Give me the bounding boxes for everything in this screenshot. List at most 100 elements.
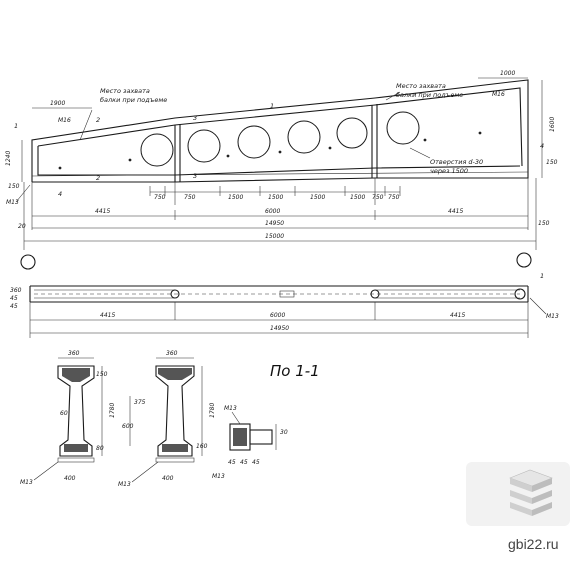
dim-text: 375 xyxy=(134,399,146,406)
dim-text: 1500 xyxy=(268,194,283,201)
leader xyxy=(529,297,547,315)
leader xyxy=(15,184,31,203)
slab-side xyxy=(510,502,532,516)
dim-text: 750 xyxy=(372,194,384,201)
dim-text: 45 xyxy=(240,459,248,466)
dim-text: 750 xyxy=(154,194,166,201)
beam-outline xyxy=(31,79,529,183)
web-hole xyxy=(336,117,368,149)
web-hole xyxy=(237,125,271,159)
ref-mark: M13 xyxy=(118,481,131,488)
dim-text: 150 xyxy=(538,220,550,227)
axis-mark: 1 xyxy=(540,272,544,280)
plan-joint xyxy=(514,288,526,300)
watermark-site: gbi22.ru xyxy=(508,536,559,552)
section-mark: 3 xyxy=(193,172,197,180)
dim-text: M16 xyxy=(58,117,71,124)
ref-mark: M13 xyxy=(224,405,237,412)
small-hole xyxy=(328,146,332,150)
plan-joint xyxy=(370,289,380,299)
dim-text: 14950 xyxy=(270,325,289,332)
leader xyxy=(33,461,59,481)
note-left-line2: балки при подъеме xyxy=(100,96,167,104)
holes-note-line2: через 1500 xyxy=(430,167,468,175)
dim-text: M16 xyxy=(492,91,505,98)
web-hole xyxy=(187,129,221,163)
section-mark: 1 xyxy=(14,122,18,130)
leader xyxy=(385,91,401,101)
cross-section-2: 360 1780 400 600 375 160 M13 xyxy=(118,350,216,488)
section-mark: 2 xyxy=(96,116,100,124)
slab-side xyxy=(532,502,552,516)
dim-text: 1500 xyxy=(350,194,365,201)
holes-note-line1: Отверстия d-30 xyxy=(430,158,483,166)
dim-text: 1000 xyxy=(500,70,515,77)
dim-text: 750 xyxy=(184,194,196,201)
slab-side xyxy=(532,478,552,492)
dim-text: 14950 xyxy=(265,220,284,227)
dim-text: 30 xyxy=(280,429,288,436)
section-2-outline xyxy=(155,365,195,457)
small-hole xyxy=(226,154,230,158)
leader xyxy=(79,109,93,141)
slab-side xyxy=(532,490,552,504)
dim-text: 150 xyxy=(8,183,20,190)
dim-text: 1780 xyxy=(209,403,216,418)
dim-text: 45 xyxy=(10,295,18,302)
web-hole xyxy=(287,120,321,154)
note-right-line1: Место захвата xyxy=(396,82,446,90)
section-1-plate xyxy=(57,457,95,463)
small-hole xyxy=(478,131,482,135)
axis-bubble xyxy=(20,254,36,270)
dim-text: 60 xyxy=(60,410,68,417)
ref-mark: M13 xyxy=(20,479,33,486)
dim-text: 400 xyxy=(162,475,174,482)
dim-text: 80 xyxy=(96,445,104,452)
cross-section-1: 360 1780 400 60 150 80 M13 xyxy=(20,350,116,486)
slab-side xyxy=(510,478,532,492)
dim-text: 1780 xyxy=(109,403,116,418)
section-mark: 2 xyxy=(96,174,100,182)
dim-text: 15000 xyxy=(265,233,284,240)
site-logo xyxy=(466,462,570,526)
dim-text: 1500 xyxy=(310,194,325,201)
dim-text: 150 xyxy=(546,159,558,166)
plan-joint xyxy=(170,289,180,299)
small-hole xyxy=(128,158,132,162)
note-right-line2: балки при подъеме xyxy=(396,91,463,99)
web-hole xyxy=(386,111,420,145)
dim-text: 360 xyxy=(68,350,80,357)
dim-text: 150 xyxy=(96,371,108,378)
dim-text: 400 xyxy=(64,475,76,482)
ref-mark: M13 xyxy=(212,473,225,480)
plan-splice xyxy=(279,290,295,298)
section-mark: 4 xyxy=(540,142,544,150)
dim-text: 45 xyxy=(228,459,236,466)
dim-text: 4415 xyxy=(450,312,465,319)
beam-top-chord xyxy=(37,87,523,167)
dim-text: 4415 xyxy=(448,208,463,215)
section-1-hatch xyxy=(62,368,90,382)
leader xyxy=(409,147,431,159)
beam-plan: 4415 6000 4415 14950 360 45 45 M13 1 xyxy=(10,272,559,338)
dim-text: 1500 xyxy=(228,194,243,201)
section-mark: 3 xyxy=(193,114,197,122)
beam-elevation: 750 750 1500 1500 1500 1500 750 750 4415… xyxy=(5,70,558,250)
section-2-plate xyxy=(155,457,195,463)
small-hole xyxy=(423,138,427,142)
section-3-bar xyxy=(249,429,273,445)
dim-text: 4415 xyxy=(95,208,110,215)
leader xyxy=(131,461,159,483)
section-2-hatch-bottom xyxy=(162,444,188,452)
axis-bubble xyxy=(516,252,532,268)
small-hole xyxy=(278,150,282,154)
small-hole xyxy=(58,166,62,170)
ref-mark: M13 xyxy=(546,313,559,320)
dim-text: 600 xyxy=(122,423,134,430)
section-2-hatch xyxy=(158,368,192,380)
section-title: По 1-1 xyxy=(270,362,320,380)
section-mark: 1 xyxy=(270,102,274,110)
dim-text: 45 xyxy=(10,303,18,310)
dim-text: 1900 xyxy=(50,100,65,107)
section-3-hatch xyxy=(233,428,247,446)
